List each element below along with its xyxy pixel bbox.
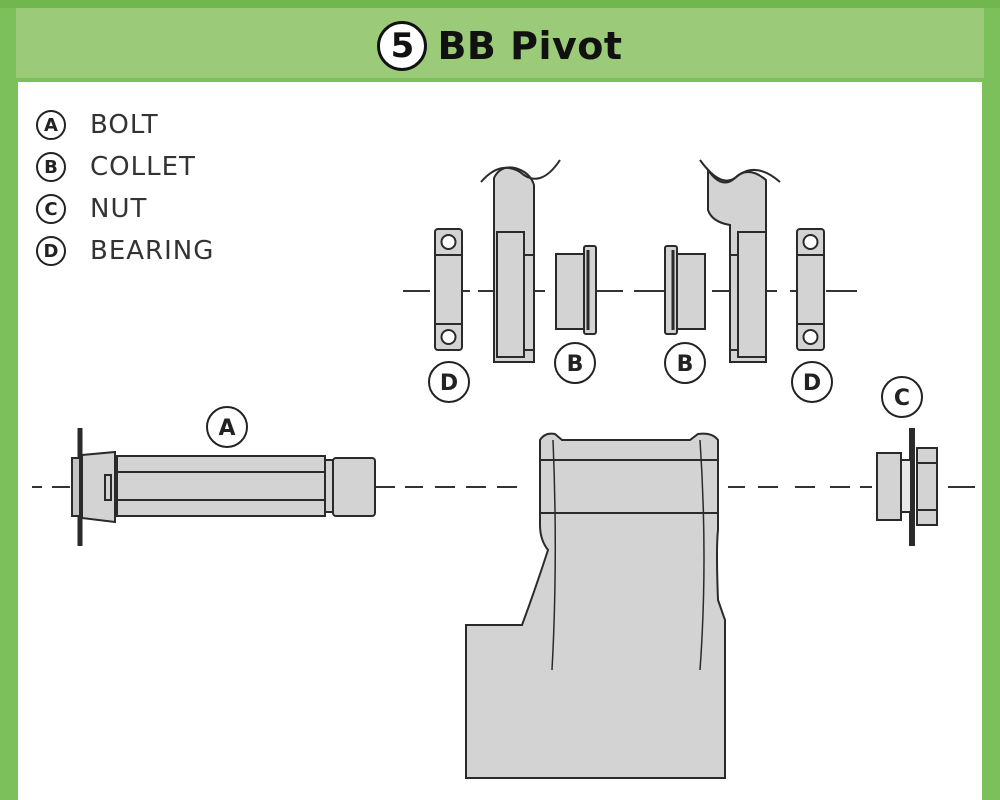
callout-nut: C [881,376,923,418]
legend-item-collet: B COLLET [36,146,214,188]
legend-letter-c: C [36,194,66,224]
callout-bolt-letter: A [218,416,235,441]
bb-shell [465,432,726,779]
callout-bearing-right-letter: D [803,371,821,396]
legend-label-bolt: BOLT [90,110,159,140]
nut [876,428,938,546]
legend-item-nut: C NUT [36,188,214,230]
legend-letter-a: A [36,110,66,140]
frame-arm-right [699,159,781,363]
callout-nut-letter: C [894,386,910,411]
callout-bearing-right: D [791,361,833,403]
bearing-left [434,228,463,351]
page-title: BB Pivot [437,24,623,68]
parts-legend: A BOLT B COLLET C NUT D BEARING [36,104,214,272]
step-number-badge: 5 [377,21,428,71]
legend-letter-b: B [36,152,66,182]
collet-right [664,245,706,335]
legend-letter-d: D [36,236,66,266]
title-group: 5 BB Pivot [16,16,984,76]
callout-collet-left: B [554,342,596,384]
bearing-right [796,228,825,351]
callout-bearing-left-letter: D [440,371,458,396]
bolt [71,428,376,546]
callout-collet-left-letter: B [567,352,584,377]
callout-bearing-left: D [428,361,470,403]
callout-collet-right-letter: B [677,352,694,377]
header-bar: 5 BB Pivot [16,8,984,78]
legend-item-bearing: D BEARING [36,230,214,272]
legend-label-bearing: BEARING [90,236,215,266]
legend-label-collet: COLLET [90,152,196,182]
legend-label-nut: NUT [90,194,148,224]
top-strip [0,0,1000,8]
collet-left [555,245,597,335]
callout-collet-right: B [664,342,706,384]
frame-arm-left [480,159,561,363]
legend-item-bolt: A BOLT [36,104,214,146]
callout-bolt: A [206,406,248,448]
